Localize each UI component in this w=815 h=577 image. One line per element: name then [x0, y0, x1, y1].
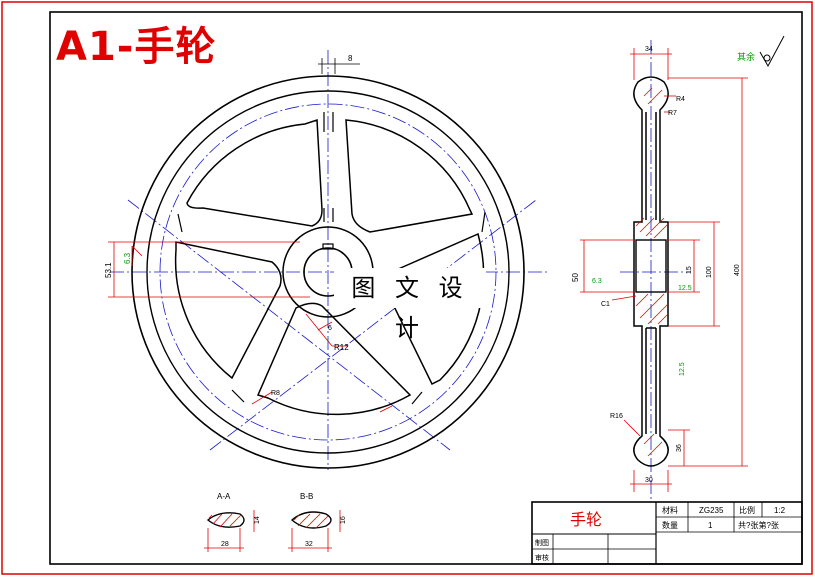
roughness-symbol: [759, 35, 785, 68]
front-left-dim-outer: 53.1: [104, 262, 113, 278]
title-qty-label: 数量: [662, 520, 678, 530]
title-checked-label: 审核: [535, 553, 549, 562]
front-view: 8 53.1 6.3 R12 R8 6: [104, 50, 548, 470]
keyway: [322, 243, 334, 250]
drawing-title: A1-手轮: [56, 24, 217, 70]
watermark-text: 图 文 设 计: [334, 268, 486, 342]
radius-rim-text: R8: [271, 390, 280, 397]
title-sheet-value: 共?张第?张: [738, 520, 779, 530]
section-bb-height: 16: [340, 516, 347, 524]
section-aa-width: 28: [221, 541, 229, 548]
side-total-height: 400: [734, 264, 741, 276]
roughness-note: 其余: [737, 51, 755, 62]
section-bb-shape: [290, 511, 332, 529]
roughness-front-left: 6.3: [123, 252, 132, 264]
title-scale-value: 1:2: [774, 506, 786, 515]
section-views: A-A 28 14 B-B 32 16: [204, 492, 347, 552]
bore-section: [635, 239, 667, 293]
section-bb-label: B-B: [300, 492, 313, 501]
side-bottom-width: 30: [645, 477, 653, 484]
side-chamfer: C1: [601, 301, 610, 308]
drawing-frame: [49, 11, 803, 565]
rim-outer-circle: [131, 75, 525, 469]
title-material-label: 材料: [662, 505, 678, 515]
side-r-bottom: R16: [610, 413, 623, 420]
front-left-dimensions: [108, 241, 310, 298]
small-dim-text: 6: [328, 325, 332, 332]
section-aa-height: 14: [254, 516, 261, 524]
front-top-dim-text: 8: [348, 54, 353, 63]
side-r-inner: R7: [668, 110, 677, 117]
side-roughness-rim: 12.5: [679, 362, 686, 376]
front-top-dimension: [318, 58, 360, 74]
title-scale-label: 比例: [739, 505, 755, 515]
title-part-name: 手轮: [570, 510, 602, 529]
side-r-outer: R4: [676, 96, 685, 103]
section-bb-width: 32: [305, 541, 313, 548]
side-keyway-height: 15: [686, 266, 693, 274]
title-block: [531, 501, 803, 565]
section-aa-shape: [206, 512, 245, 528]
side-rim-height: 36: [676, 444, 683, 452]
title-drawn-label: 制图: [535, 538, 549, 547]
radius-hub-text: R12: [334, 343, 349, 352]
title-qty-value: 1: [708, 521, 713, 530]
side-dimensions: [580, 48, 748, 492]
title-material-value: ZG235: [699, 506, 724, 515]
section-marks: [177, 112, 486, 405]
rim-inner-circle: [146, 90, 510, 454]
side-roughness-hole: 6.3: [592, 278, 602, 285]
side-hub-height: 100: [706, 266, 713, 278]
side-hatching: [635, 87, 669, 457]
front-radius-leaders: [251, 313, 393, 413]
side-roughness-hub: 12.5: [678, 285, 692, 292]
section-aa-label: A-A: [217, 492, 231, 501]
side-top-width: 34: [645, 46, 653, 53]
side-view: 34 30 R4 R7 400 100 15 50 6.3 C1 12.5 12…: [571, 35, 785, 500]
side-hole-dim: 50: [571, 273, 580, 282]
